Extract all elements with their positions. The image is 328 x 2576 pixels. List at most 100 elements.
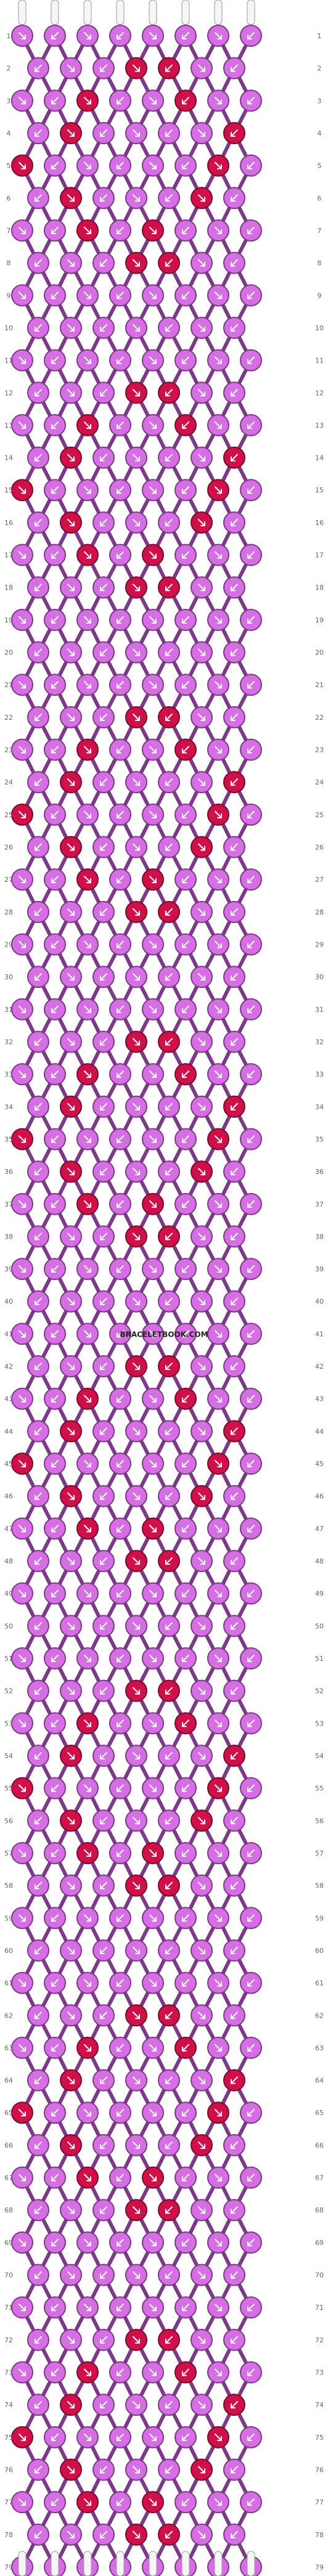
arrow-icon xyxy=(100,584,107,592)
arrow-icon xyxy=(117,161,124,169)
arrow-icon xyxy=(165,1557,173,1565)
thread-end-icon xyxy=(214,0,223,25)
arrow-icon xyxy=(117,1525,124,1533)
arrow-icon xyxy=(165,1038,173,1046)
arrow-icon xyxy=(182,940,189,948)
row-number: 15 xyxy=(315,486,324,494)
row-number: 30 xyxy=(4,973,13,981)
arrow-icon xyxy=(100,324,107,332)
arrow-icon xyxy=(215,1979,222,1987)
arrow-icon xyxy=(117,2109,124,2117)
arrow-icon xyxy=(133,1881,140,1889)
arrow-icon xyxy=(18,2174,26,2182)
arrow-icon xyxy=(231,1751,238,1759)
arrow-icon xyxy=(35,713,42,721)
arrow-icon xyxy=(84,1784,91,1792)
arrow-icon xyxy=(231,324,238,332)
arrow-icon xyxy=(84,1460,91,1468)
row-number: 2 xyxy=(7,65,11,73)
arrow-icon xyxy=(133,1817,140,1825)
arrow-icon xyxy=(149,486,157,494)
arrow-icon xyxy=(84,1719,91,1727)
arrow-icon xyxy=(149,2304,157,2312)
arrow-icon xyxy=(133,2206,140,2214)
arrow-icon xyxy=(198,1751,205,1759)
arrow-icon xyxy=(182,2433,189,2441)
arrow-icon xyxy=(165,1622,173,1630)
arrow-icon xyxy=(231,2336,238,2344)
row-number: 30 xyxy=(315,973,324,981)
arrow-icon xyxy=(247,1979,255,1987)
arrow-icon xyxy=(165,2271,173,2279)
arrow-icon xyxy=(117,356,124,364)
arrow-icon xyxy=(51,746,59,754)
arrow-icon xyxy=(198,2466,205,2474)
arrow-icon xyxy=(247,161,255,169)
arrow-icon xyxy=(182,1914,189,1922)
arrow-icon xyxy=(247,1330,255,1338)
arrow-icon xyxy=(198,389,205,397)
arrow-icon xyxy=(247,810,255,818)
arrow-icon xyxy=(18,1849,26,1857)
arrow-icon xyxy=(133,2076,140,2084)
arrow-icon xyxy=(67,1363,75,1371)
arrow-icon xyxy=(198,1687,205,1695)
arrow-icon xyxy=(165,843,173,851)
arrow-icon xyxy=(215,97,222,105)
arrow-icon xyxy=(100,1817,107,1825)
arrow-icon xyxy=(35,259,42,267)
arrow-icon xyxy=(198,2076,205,2084)
arrow-icon xyxy=(117,2044,124,2052)
row-number: 29 xyxy=(4,940,13,948)
arrow-icon xyxy=(51,551,59,559)
row-number: 32 xyxy=(4,1038,13,1046)
row-number: 38 xyxy=(315,1233,324,1241)
arrow-icon xyxy=(231,1622,238,1630)
arrow-icon xyxy=(100,2530,107,2538)
row-number: 75 xyxy=(315,2434,324,2442)
arrow-icon xyxy=(149,1849,157,1857)
row-number: 15 xyxy=(4,486,13,494)
row-number: 63 xyxy=(4,2044,13,2052)
arrow-icon xyxy=(18,1655,26,1662)
arrow-icon xyxy=(149,1784,157,1792)
arrow-icon xyxy=(51,616,59,624)
arrow-icon xyxy=(215,421,222,429)
row-number: 76 xyxy=(4,2466,13,2474)
arrow-icon xyxy=(100,259,107,267)
arrow-icon xyxy=(133,2530,140,2538)
arrow-icon xyxy=(51,97,59,105)
arrow-icon xyxy=(51,32,59,39)
arrow-icon xyxy=(182,746,189,754)
row-number: 60 xyxy=(315,1947,324,1955)
arrow-icon xyxy=(215,2498,222,2506)
row-number: 4 xyxy=(318,129,322,137)
row-number: 14 xyxy=(4,454,13,462)
arrow-icon xyxy=(133,259,140,267)
row-number: 71 xyxy=(4,2304,13,2312)
arrow-icon xyxy=(84,1979,91,1987)
row-number: 5 xyxy=(7,162,11,170)
arrow-icon xyxy=(215,486,222,494)
arrow-icon xyxy=(149,940,157,948)
arrow-icon xyxy=(133,324,140,332)
row-number: 31 xyxy=(315,1006,324,1014)
arrow-icon xyxy=(84,1070,91,1078)
arrow-icon xyxy=(231,648,238,656)
arrow-icon xyxy=(133,64,140,72)
arrow-icon xyxy=(182,1395,189,1403)
arrow-icon xyxy=(149,1979,157,1987)
arrow-icon xyxy=(100,1687,107,1695)
arrow-icon xyxy=(67,1038,75,1046)
row-number: 77 xyxy=(315,2498,324,2506)
arrow-icon xyxy=(18,2304,26,2312)
arrow-icon xyxy=(133,648,140,656)
arrow-icon xyxy=(247,2044,255,2052)
row-number: 37 xyxy=(4,1200,13,1209)
arrow-icon xyxy=(165,648,173,656)
row-number: 46 xyxy=(315,1493,324,1501)
arrow-icon xyxy=(247,2174,255,2182)
arrow-icon xyxy=(165,713,173,721)
arrow-icon xyxy=(231,1946,238,1954)
arrow-icon xyxy=(198,64,205,72)
